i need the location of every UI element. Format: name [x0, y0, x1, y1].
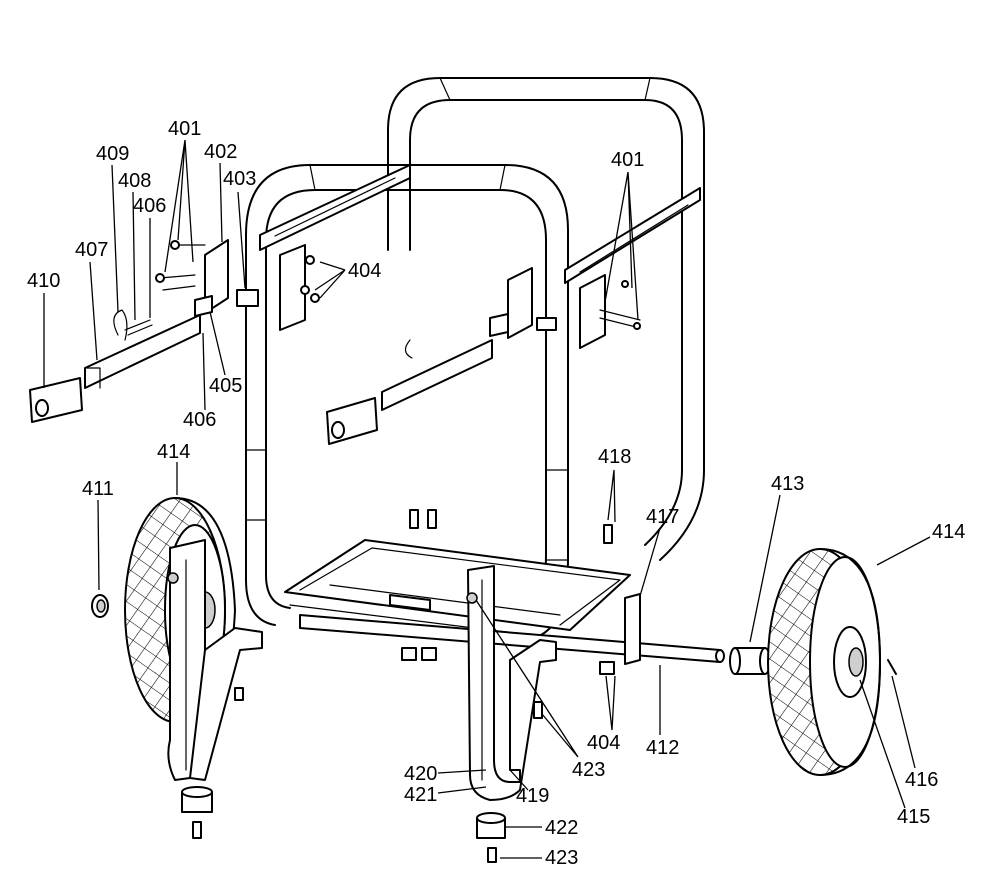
callout-406a: 406 — [133, 195, 166, 217]
callout-417: 417 — [646, 506, 679, 528]
lower-nuts-404 — [401, 647, 615, 719]
center-handle-tube — [381, 339, 493, 411]
side-rail-left — [259, 164, 411, 251]
callout-421: 421 — [404, 784, 437, 806]
callout-416: 416 — [905, 769, 938, 791]
left-leg — [167, 539, 263, 781]
callout-420: 420 — [404, 763, 437, 785]
callout-414a: 414 — [157, 441, 190, 463]
callout-405: 405 — [209, 375, 242, 397]
left-latch-spring — [113, 309, 153, 341]
axle-spacer — [729, 647, 771, 675]
axle — [299, 614, 725, 663]
callout-409: 409 — [96, 143, 129, 165]
left-handle-tube — [84, 314, 201, 389]
callout-418: 418 — [598, 446, 631, 468]
callout-401b: 401 — [611, 149, 644, 171]
callout-labels: 401 402 403 409 408 406 407 410 405 406 … — [27, 118, 965, 869]
clamp-417 — [624, 593, 641, 665]
callout-423a: 423 — [572, 759, 605, 781]
center-hinge-plate — [404, 267, 533, 359]
frame-rear-loop — [387, 77, 705, 561]
callout-411: 411 — [82, 478, 114, 500]
callout-404a: 404 — [348, 260, 381, 282]
callout-410: 410 — [27, 270, 60, 292]
callout-402: 402 — [204, 141, 237, 163]
callout-406b: 406 — [183, 409, 216, 431]
callout-407: 407 — [75, 239, 108, 261]
center-handle-end-cap — [326, 397, 378, 445]
callout-403: 403 — [223, 168, 256, 190]
center-bumper — [476, 812, 506, 863]
axle-pin-416 — [887, 659, 897, 675]
left-frame-bracket — [279, 244, 320, 331]
right-wheel — [767, 548, 881, 776]
center-leg — [466, 565, 557, 801]
callout-419: 419 — [516, 785, 549, 807]
frame-bolts-418 — [409, 509, 613, 544]
left-bolt — [234, 687, 244, 701]
callout-415: 415 — [897, 806, 930, 828]
left-spacer-403 — [236, 289, 259, 307]
hub-cap — [91, 594, 109, 618]
left-bolts-401 — [155, 240, 206, 291]
leader-lines — [43, 139, 931, 859]
right-frame-bracket — [536, 274, 641, 349]
callout-404b: 404 — [587, 732, 620, 754]
callout-413: 413 — [771, 473, 804, 495]
callout-414b: 414 — [932, 521, 965, 543]
left-handle-end-cap — [29, 377, 83, 423]
callout-423b: 423 — [545, 847, 578, 869]
callout-401a: 401 — [168, 118, 201, 140]
callout-422: 422 — [545, 817, 578, 839]
left-bumper — [181, 786, 213, 839]
left-hinge-plate — [194, 239, 229, 317]
callout-412: 412 — [646, 737, 679, 759]
callout-408: 408 — [118, 170, 151, 192]
